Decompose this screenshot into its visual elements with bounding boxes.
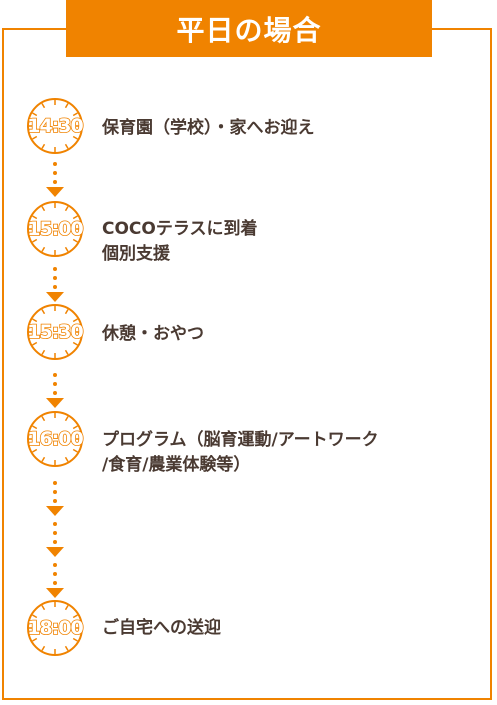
clock-tick [64, 605, 69, 611]
step-time: 15:00 [26, 217, 84, 241]
step-time: 14:30 [26, 114, 84, 138]
clock-tick [32, 112, 38, 117]
down-arrow-connector [46, 373, 64, 408]
clock-tick [64, 456, 69, 462]
clock-face [27, 411, 83, 467]
clock-tick [72, 425, 78, 430]
step-label-line: COCOテラスに到着 [102, 219, 258, 239]
clock-icon: 18:00 [25, 598, 85, 658]
arrow-down-icon [46, 398, 64, 408]
step-label-line: 休憩・おやつ [102, 324, 204, 344]
clock-tick [72, 318, 78, 323]
step-time: 16:00 [26, 427, 84, 451]
clock-tick [32, 448, 38, 453]
clock-tick [41, 645, 46, 651]
clock-tick [72, 614, 78, 619]
clock-tick [72, 112, 78, 117]
clock-tick [64, 143, 69, 149]
step-time: 18:00 [26, 616, 84, 640]
clock-tick [64, 349, 69, 355]
step-label-line: 個別支援 [102, 244, 170, 264]
clock-icon: 16:00 [25, 409, 85, 469]
step-label: ご自宅への送迎 [102, 616, 221, 641]
clock-tick [32, 614, 38, 619]
step-label: 休憩・おやつ [102, 322, 204, 347]
clock-tick [41, 143, 46, 149]
down-arrow-connector [46, 563, 64, 598]
step-label-line: 保育園（学校）・家へお迎え [102, 118, 315, 138]
clock-face [27, 201, 83, 257]
arrow-down-icon [46, 506, 64, 516]
clock-tick [32, 215, 38, 220]
arrow-down-icon [46, 588, 64, 598]
clock-face [27, 98, 83, 154]
clock-tick [32, 341, 38, 346]
arrow-down-icon [46, 292, 64, 302]
clock-tick [41, 309, 46, 315]
clock-tick [72, 135, 78, 140]
down-arrow-connector [46, 522, 64, 557]
step-label: COCOテラスに到着 個別支援 [102, 217, 258, 267]
step-label-line: プログラム（脳育運動/アートワーク [102, 430, 379, 450]
clock-tick [41, 103, 46, 109]
clock-tick [32, 135, 38, 140]
clock-tick [32, 238, 38, 243]
clock-tick [32, 318, 38, 323]
step-label: 保育園（学校）・家へお迎え [102, 116, 315, 141]
clock-tick [64, 246, 69, 252]
arrow-down-icon [46, 187, 64, 197]
clock-icon: 14:30 [25, 96, 85, 156]
clock-tick [72, 448, 78, 453]
clock-tick [41, 349, 46, 355]
step-label-line: ご自宅への送迎 [102, 618, 221, 638]
clock-face [27, 600, 83, 656]
clock-icon: 15:00 [25, 199, 85, 259]
clock-tick [41, 605, 46, 611]
clock-tick [41, 416, 46, 422]
clock-tick [64, 206, 69, 212]
down-arrow-connector [46, 267, 64, 302]
clock-tick [41, 456, 46, 462]
clock-tick [72, 341, 78, 346]
clock-tick [64, 416, 69, 422]
clock-tick [64, 645, 69, 651]
clock-tick [64, 309, 69, 315]
clock-tick [72, 238, 78, 243]
arrow-down-icon [46, 547, 64, 557]
down-arrow-connector [46, 162, 64, 197]
down-arrow-connector [46, 481, 64, 516]
clock-tick [41, 206, 46, 212]
step-time: 15:30 [26, 320, 84, 344]
clock-tick [32, 637, 38, 642]
clock-tick [72, 215, 78, 220]
clock-tick [32, 425, 38, 430]
clock-face [27, 304, 83, 360]
step-label: プログラム（脳育運動/アートワーク /食育/農業体験等） [102, 428, 379, 478]
clock-tick [64, 103, 69, 109]
clock-tick [72, 637, 78, 642]
step-label-line: /食育/農業体験等） [102, 455, 251, 475]
clock-tick [41, 246, 46, 252]
schedule-title: 平日の場合 [66, 0, 432, 57]
clock-icon: 15:30 [25, 302, 85, 362]
